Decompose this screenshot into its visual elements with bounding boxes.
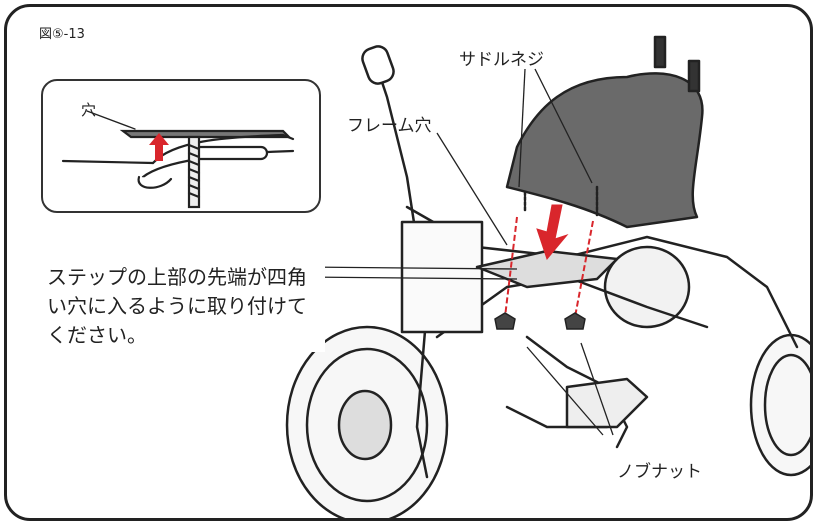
knob-nut-label: ノブナット (617, 462, 702, 482)
detail-inset: 穴 (41, 79, 321, 213)
figure-label: 図⑤-13 (39, 27, 85, 42)
rear-wheel (749, 333, 810, 477)
rear-wheel-upper (603, 245, 691, 329)
saddle-screw-label: サドルネジ (459, 50, 544, 70)
figure-frame: 図⑤-13 サドルネジ フレーム穴 ノブナット 穴 ステップの上部の先端が四角い… (4, 4, 813, 521)
knob-nut-right (564, 312, 586, 330)
hole-label: 穴 (81, 101, 97, 119)
inset-drawing (61, 110, 295, 209)
foot-step (565, 377, 649, 429)
knob-nut-left (494, 312, 516, 330)
seat (505, 72, 704, 229)
instruction-note: ステップの上部の先端が四角い穴に入るように取り付けてください。 (43, 261, 325, 352)
down-arrow (536, 204, 569, 261)
front-wheel (285, 325, 449, 518)
inset-up-arrow (149, 133, 169, 161)
frame-hole-label: フレーム穴 (347, 116, 432, 136)
tricycle-illustration (285, 35, 810, 518)
